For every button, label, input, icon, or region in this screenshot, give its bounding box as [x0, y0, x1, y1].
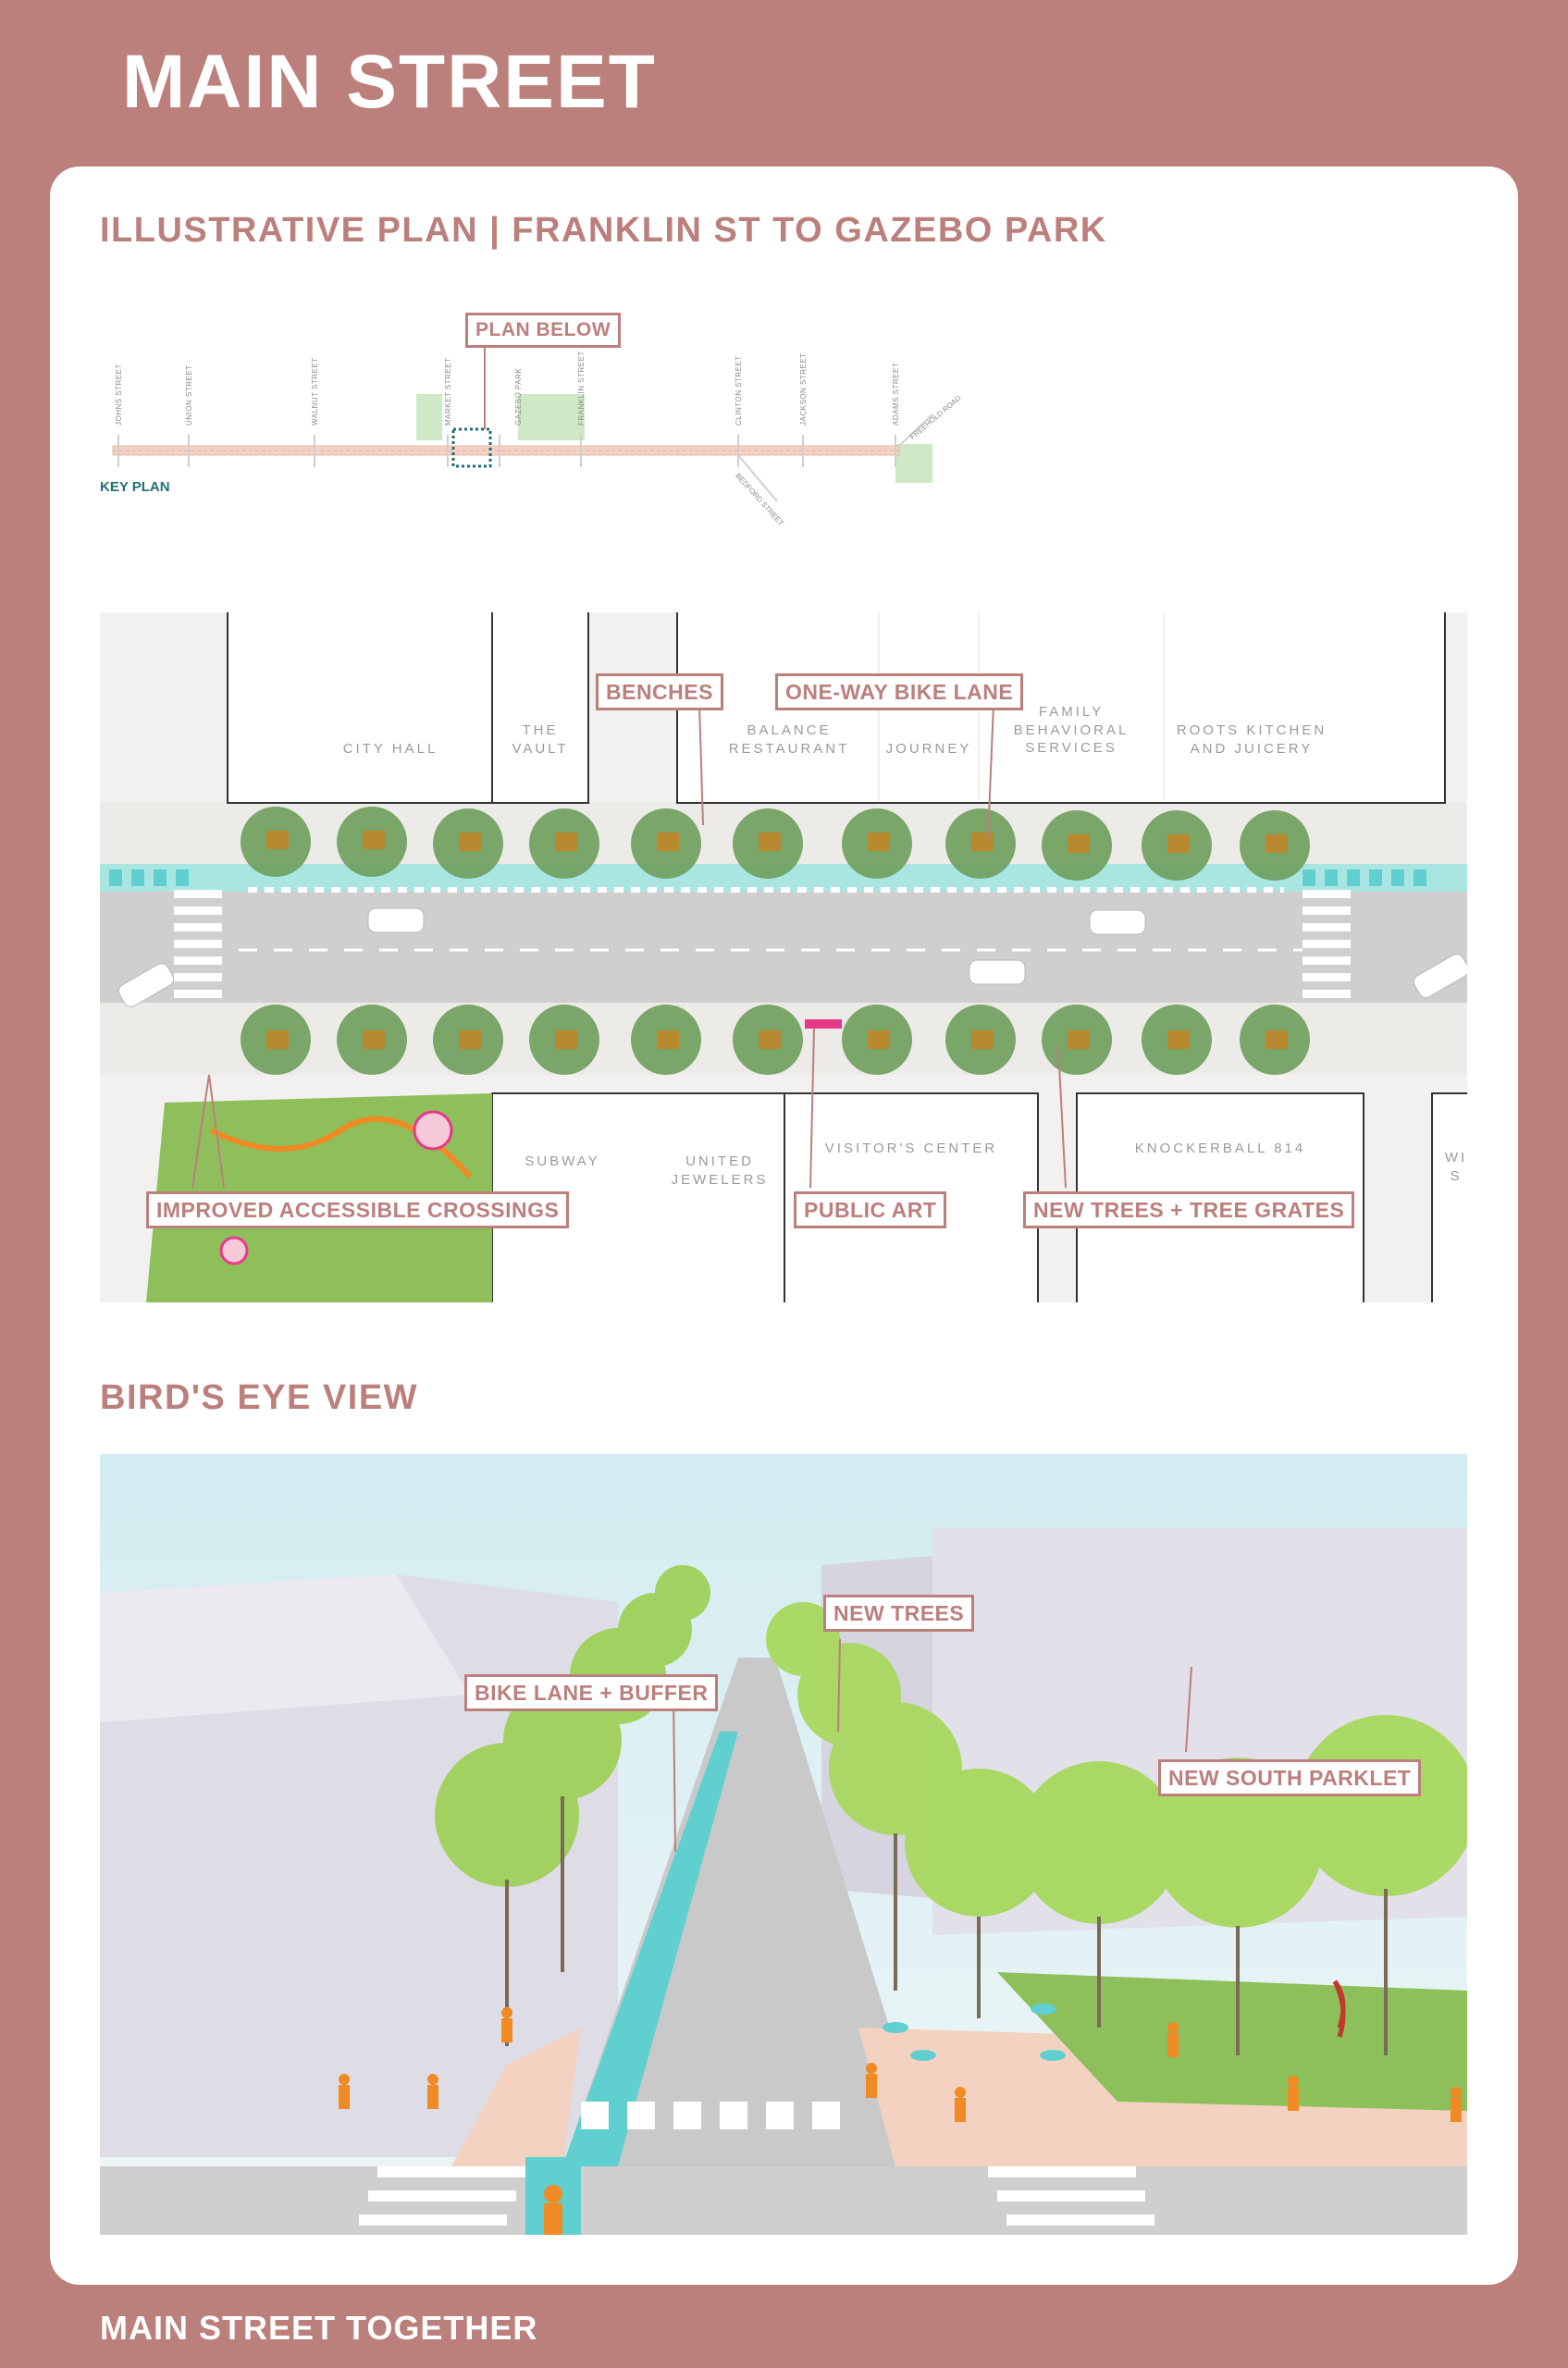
- street-label: ADAMS STREET: [892, 362, 900, 426]
- north-trees: [241, 807, 1310, 881]
- building-label-united-jewelers: UNITED JEWELERS: [671, 1153, 769, 1188]
- gazebo-park-block: [518, 394, 585, 440]
- footer-brand: MAIN STREET TOGETHER: [100, 2309, 538, 2347]
- park-block: [895, 444, 932, 483]
- left-building: [100, 1574, 618, 2157]
- street-label: JOHNS STREET: [115, 364, 123, 426]
- page-title: MAIN STREET: [122, 40, 657, 124]
- roadway: [100, 890, 1467, 1003]
- tree-grates: [266, 831, 1288, 1049]
- callout-leaders: [191, 704, 1067, 1189]
- building-label-knockerball: KNOCKERBALL 814: [1134, 1141, 1306, 1156]
- building-label-journey: JOURNEY: [885, 741, 972, 757]
- callout-public-art: PUBLIC ART: [794, 1191, 947, 1229]
- south-parklet: [997, 1972, 1467, 2111]
- plan-below-callout: PLAN BELOW: [465, 313, 622, 349]
- callout-benches: BENCHES: [596, 673, 723, 711]
- illustrative-plan: CITY HALL THE VAULT BALANCE RESTAURANT J…: [100, 612, 1467, 1302]
- plan-below-marker: [451, 427, 492, 468]
- key-plan: PLAN BELOW KEY PLAN JOHNS STREET UNION S…: [100, 305, 1006, 527]
- cross-streets: [117, 413, 933, 502]
- east-trees: [766, 1602, 1467, 1928]
- street-label: CLINTON STREET: [735, 355, 743, 426]
- birds-eye-title: BIRD'S EYE VIEW: [100, 1378, 419, 1417]
- park-feature: [219, 1236, 249, 1265]
- building-label-partial: WI S: [1444, 1150, 1467, 1184]
- callout-accessible-crossings: IMPROVED ACCESSIBLE CROSSINGS: [146, 1191, 570, 1229]
- building-label-family-behavioral: FAMILY BEHAVIORAL SERVICES: [1013, 704, 1130, 756]
- street-plan-drawing: [100, 612, 1467, 1302]
- callout-new-south-parklet: NEW SOUTH PARKLET: [1158, 1759, 1422, 1797]
- street-label: UNION STREET: [185, 364, 193, 426]
- west-sidewalk: [451, 2028, 581, 2166]
- birds-eye-leaders: [673, 1638, 1192, 1853]
- callout-bike-lane: ONE-WAY BIKE LANE: [775, 673, 1024, 711]
- roadway-perspective: [562, 1658, 932, 2166]
- crosswalk-west: [174, 890, 222, 998]
- park-block: [416, 394, 442, 440]
- parklet-tables: [883, 2004, 1066, 2061]
- park-feature: [413, 1110, 453, 1151]
- street-label: JACKSON STREET: [799, 352, 808, 426]
- building-label-roots-kitchen: ROOTS KITCHEN AND JUICERY: [1176, 722, 1327, 757]
- crosswalk-east: [1303, 890, 1351, 998]
- building-label-subway: SUBWAY: [525, 1153, 600, 1169]
- crosswalk-bands: [359, 2102, 1154, 2226]
- street-label: WALNUT STREET: [311, 357, 319, 426]
- plan-section-title: ILLUSTRATIVE PLAN | FRANKLIN ST TO GAZEB…: [100, 211, 1107, 250]
- street-label: GAZEBO PARK: [514, 367, 523, 426]
- street-label: FRANKLIN STREET: [577, 351, 586, 426]
- callout-new-trees-grates: NEW TREES + TREE GRATES: [1023, 1191, 1355, 1229]
- cross-street: [100, 2166, 1467, 2235]
- public-art-marker: [805, 1019, 842, 1029]
- building-label-balance-restaurant: BALANCE RESTAURANT: [728, 722, 850, 757]
- street-label: MARKET STREET: [444, 357, 452, 426]
- bike-lane-perspective: [562, 1732, 738, 2166]
- north-buildings: [227, 612, 1446, 804]
- cars: [117, 907, 1467, 1007]
- public-art-sculpture: [1332, 1980, 1346, 2038]
- left-building-roof: [100, 1574, 470, 1722]
- key-plan-map: [112, 346, 933, 502]
- birds-eye-view: NEW TREES BIKE LANE + BUFFER NEW SOUTH P…: [100, 1454, 1467, 2235]
- pedestrians: [339, 2007, 1462, 2235]
- callout-bike-lane-buffer: BIKE LANE + BUFFER: [464, 1674, 719, 1712]
- key-plan-label: KEY PLAN: [100, 479, 170, 495]
- building-label-the-vault: THE VAULT: [512, 722, 569, 757]
- building-label-city-hall: CITY HALL: [342, 741, 438, 757]
- bike-lane-markings: [109, 870, 1426, 886]
- callout-new-trees: NEW TREES: [823, 1595, 975, 1633]
- building-label-visitors-center: VISITOR'S CENTER: [824, 1141, 998, 1156]
- birds-eye-rendering: [100, 1528, 1467, 2235]
